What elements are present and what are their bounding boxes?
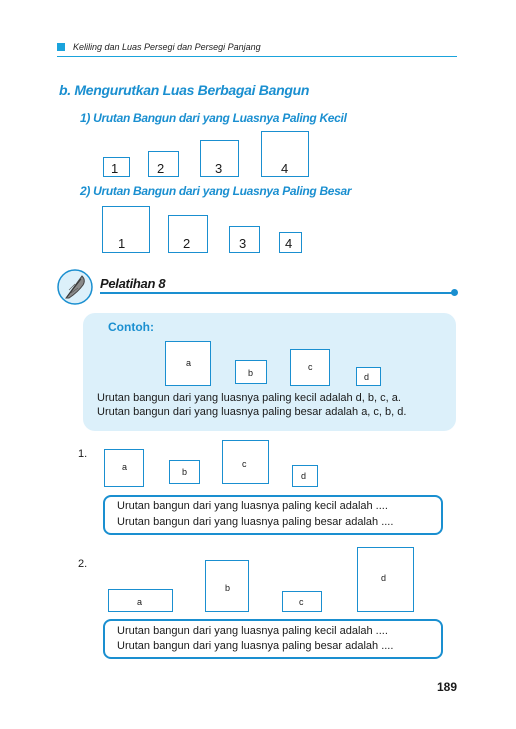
exercise-rule-dot xyxy=(451,289,458,296)
exercise-rule xyxy=(100,292,455,294)
shape-a xyxy=(165,341,211,386)
header-rule xyxy=(57,56,457,57)
example-answer-largest: Urutan bangun dari yang luasnya paling b… xyxy=(97,406,407,418)
shape-label: c xyxy=(308,362,313,372)
square-1 xyxy=(102,206,150,253)
subsection-title-largest: 2) Urutan Bangun dari yang Luasnya Palin… xyxy=(80,184,352,198)
example-answer-smallest: Urutan bangun dari yang luasnya paling k… xyxy=(97,392,401,404)
square-label: 2 xyxy=(183,236,191,251)
square-2 xyxy=(168,215,208,253)
shape-label: a xyxy=(122,462,128,472)
answer-box xyxy=(103,619,443,659)
square-label: 1 xyxy=(111,161,119,176)
example-title: Contoh: xyxy=(108,320,154,334)
answer-prompt-smallest: Urutan bangun dari yang luasnya paling k… xyxy=(117,625,388,637)
square-2 xyxy=(148,151,179,177)
shape-a xyxy=(108,589,173,612)
shape-d xyxy=(356,367,381,386)
shape-c xyxy=(222,440,269,484)
answer-box xyxy=(103,495,443,535)
shape-d xyxy=(357,547,414,612)
question-number: 2. xyxy=(78,558,88,570)
shape-c xyxy=(282,591,322,612)
shape-label: d xyxy=(381,573,387,583)
shape-label: d xyxy=(301,471,307,481)
shape-label: c xyxy=(242,459,247,469)
shape-b xyxy=(205,560,249,612)
square-1 xyxy=(103,157,130,177)
answer-prompt-largest: Urutan bangun dari yang luasnya paling b… xyxy=(117,640,394,652)
example-box xyxy=(83,313,456,431)
page-number: 189 xyxy=(437,680,458,694)
subsection-title-smallest: 1) Urutan Bangun dari yang Luasnya Palin… xyxy=(80,111,347,125)
shape-a xyxy=(104,449,144,487)
square-3 xyxy=(229,226,260,253)
answer-prompt-largest: Urutan bangun dari yang luasnya paling b… xyxy=(117,516,394,528)
square-label: 1 xyxy=(118,236,126,251)
square-4 xyxy=(261,131,309,177)
square-label: 3 xyxy=(239,236,247,251)
quill-icon xyxy=(56,268,94,306)
square-label: 2 xyxy=(157,161,165,176)
shape-label: b xyxy=(225,583,231,593)
header-marker xyxy=(57,43,65,51)
shape-label: b xyxy=(182,467,188,477)
square-4 xyxy=(279,232,302,253)
shape-label: b xyxy=(248,368,254,378)
section-title: b. Mengurutkan Luas Berbagai Bangun xyxy=(59,82,310,98)
shape-d xyxy=(292,465,318,487)
square-3 xyxy=(200,140,239,177)
shape-label: a xyxy=(137,597,143,607)
answer-prompt-smallest: Urutan bangun dari yang luasnya paling k… xyxy=(117,500,388,512)
running-title: Keliling dan Luas Persegi dan Persegi Pa… xyxy=(73,42,261,52)
square-label: 4 xyxy=(285,236,293,251)
question-number: 1. xyxy=(78,448,88,460)
square-label: 4 xyxy=(281,161,289,176)
shape-label: d xyxy=(364,372,370,382)
exercise-title: Pelatihan 8 xyxy=(100,276,166,291)
shape-b xyxy=(169,460,200,484)
shape-label: a xyxy=(186,358,192,368)
shape-label: c xyxy=(299,597,304,607)
square-label: 3 xyxy=(215,161,223,176)
shape-b xyxy=(235,360,267,384)
shape-c xyxy=(290,349,330,386)
